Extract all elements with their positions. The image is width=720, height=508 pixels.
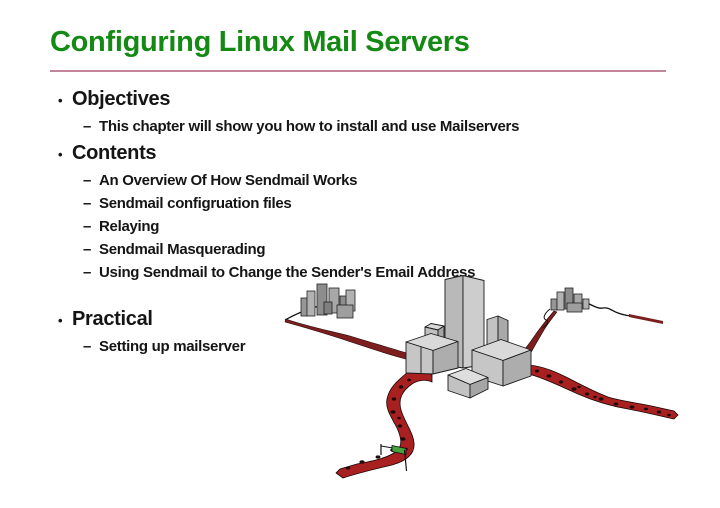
list-item-label: Setting up mailserver <box>99 338 246 355</box>
list-item-label: Sendmail configruation files <box>99 195 292 212</box>
list-item-label: Objectives <box>72 88 171 110</box>
road-east <box>524 364 679 420</box>
right-town-buildings <box>550 287 590 313</box>
road-sign <box>380 444 408 472</box>
list-item-label: Contents <box>72 142 157 164</box>
city-buildings <box>405 275 532 399</box>
list-item-label: Relaying <box>99 218 160 235</box>
list-subitem: – Using Sendmail to Change the Sender's … <box>50 261 670 284</box>
list-subitem: – Setting up mailserver <box>50 335 670 358</box>
list-subitem: – Sendmail configruation files <box>50 192 670 215</box>
dash-icon: – <box>83 218 92 235</box>
list-subitem: – This chapter will show you how to inst… <box>50 115 670 138</box>
list-item-practical: • Practical <box>50 305 670 335</box>
title-divider <box>50 70 666 72</box>
dash-icon: – <box>83 241 92 258</box>
slide-title: Configuring Linux Mail Servers <box>50 26 470 58</box>
list-item-label: Using Sendmail to Change the Sender's Em… <box>99 264 476 281</box>
list-subitem: – An Overview Of How Sendmail Works <box>50 169 670 192</box>
list-item-objectives: • Objectives <box>50 85 670 115</box>
bullet-icon: • <box>58 93 63 108</box>
left-town-buildings <box>300 283 356 319</box>
thin-road-east <box>586 302 663 324</box>
bullet-list: • Objectives – This chapter will show yo… <box>50 84 670 358</box>
dash-icon: – <box>83 172 92 189</box>
list-subitem: – Relaying <box>50 215 670 238</box>
list-item-label: Practical <box>72 308 153 330</box>
dash-icon: – <box>83 338 92 355</box>
dash-icon: – <box>83 264 92 281</box>
list-item-contents: • Contents <box>50 139 670 169</box>
dash-icon: – <box>83 118 92 135</box>
list-item-label: Sendmail Masquerading <box>99 241 266 258</box>
city-roads-illustration <box>284 275 679 479</box>
dash-icon: – <box>83 195 92 212</box>
list-item-label: This chapter will show you how to instal… <box>99 118 520 135</box>
road-southwest <box>335 370 433 479</box>
list-item-label: An Overview Of How Sendmail Works <box>99 172 358 189</box>
bullet-icon: • <box>58 147 63 162</box>
bullet-icon: • <box>58 313 63 328</box>
list-subitem: – Sendmail Masquerading <box>50 238 670 261</box>
